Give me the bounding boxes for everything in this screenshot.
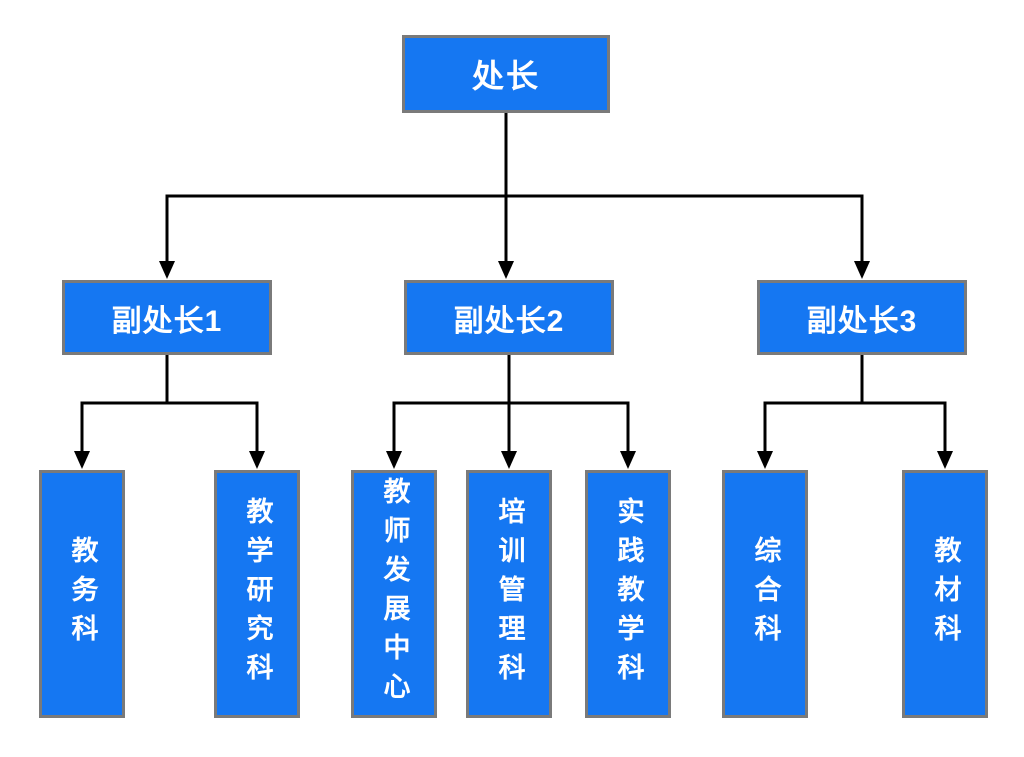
- arrowhead: [501, 451, 517, 469]
- org-node-teaching-materials-section: 教材科: [902, 470, 988, 718]
- arrowhead: [937, 451, 953, 469]
- arrowhead: [620, 451, 636, 469]
- org-node-director: 处长: [402, 35, 610, 113]
- org-node-practical-teaching-section: 实践教学科: [585, 470, 671, 718]
- org-node-general-affairs-section: 综合科: [722, 470, 808, 718]
- arrowhead: [249, 451, 265, 469]
- arrowhead: [386, 451, 402, 469]
- arrowhead: [74, 451, 90, 469]
- org-node-teaching-research-section: 教学研究科: [214, 470, 300, 718]
- connector-segments: [80, 113, 947, 453]
- org-node-deputy-director-3: 副处长3: [757, 280, 967, 355]
- arrowhead: [498, 261, 514, 279]
- org-node-training-management-section: 培训管理科: [466, 470, 552, 718]
- org-node-deputy-director-1: 副处长1: [62, 280, 272, 355]
- arrowhead: [757, 451, 773, 469]
- org-node-teacher-development-center: 教师发展中心: [351, 470, 437, 718]
- org-node-academic-affairs-section: 教务科: [39, 470, 125, 718]
- arrowheads: [74, 261, 953, 469]
- arrowhead: [159, 261, 175, 279]
- arrowhead: [854, 261, 870, 279]
- org-node-deputy-director-2: 副处长2: [404, 280, 614, 355]
